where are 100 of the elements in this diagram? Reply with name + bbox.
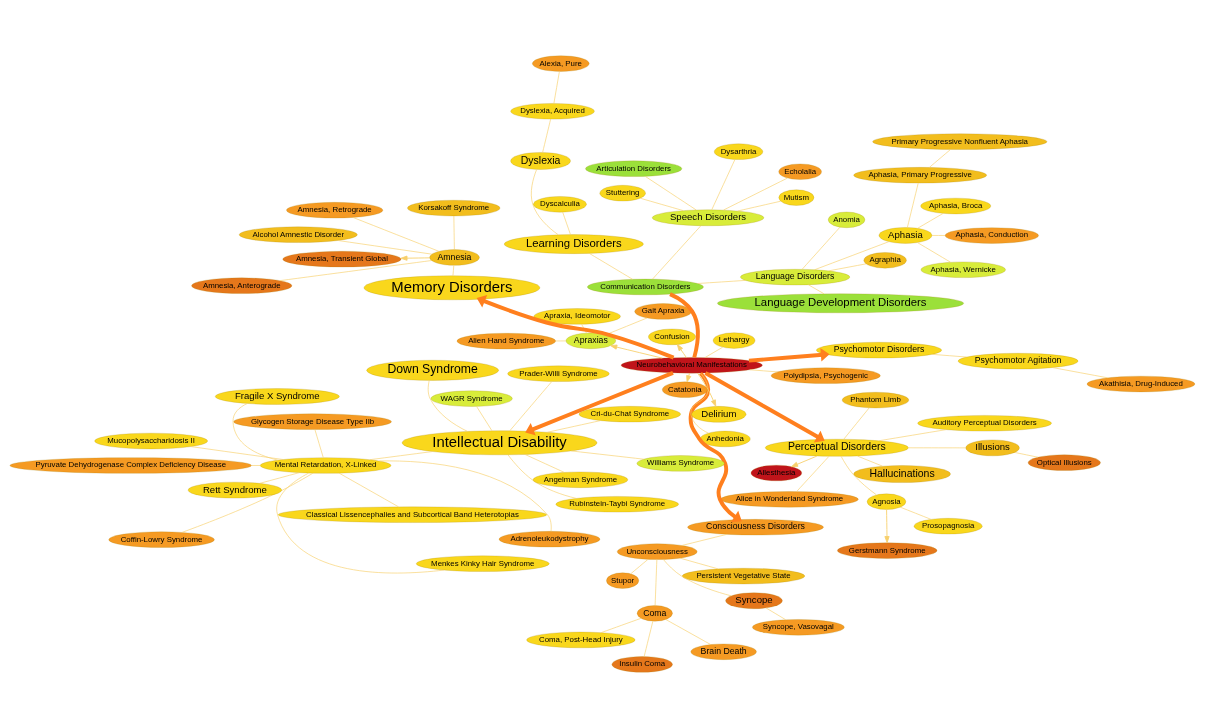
node-ellipse: Adrenoleukodystrophy (498, 531, 601, 548)
connector (562, 211, 571, 235)
node-ellipse: Alien Hand Syndrome (456, 333, 556, 350)
node-ellipse: Pyruvate Dehydrogenase Complex Deficiency Disease (9, 457, 252, 474)
connector (279, 260, 432, 281)
arrow (610, 344, 663, 359)
connector (181, 472, 314, 533)
node-ellipse: Allesthesia (750, 465, 802, 481)
connector (276, 472, 445, 574)
connector (808, 284, 825, 295)
node-ellipse: Amnesia (429, 249, 480, 266)
node-ellipse: Primary Progressive Nonfluent Aphasia (872, 133, 1047, 150)
node-ellipse: Alice in Wonderland Syndrome (720, 491, 859, 508)
connector (917, 213, 944, 229)
node-ellipse: Agnosia (866, 493, 906, 510)
arrow (686, 372, 692, 383)
connector (352, 217, 440, 252)
connector (652, 225, 702, 280)
node-ellipse: Aphasia, Primary Progressive (853, 167, 987, 184)
node-ellipse: Mucopolysaccharidosis II (94, 433, 208, 449)
node-ellipse: Menkes Kinky Hair Syndrome (416, 555, 550, 572)
node-ellipse: Alcohol Amnestic Disorder (239, 226, 358, 243)
connector (509, 381, 553, 432)
connector (900, 506, 932, 520)
connector (931, 354, 967, 358)
node-ellipse: Lethargy (713, 332, 756, 349)
arrow (688, 371, 742, 523)
node-ellipse: Unconsciousness (617, 543, 698, 560)
connector (749, 369, 778, 373)
node-ellipse: Mental Retardation, X-Linked (260, 457, 392, 474)
node-ellipse: Dysarthria (714, 143, 763, 160)
connector (737, 200, 781, 212)
arrow (697, 372, 717, 407)
node-ellipse: Speech Disorders (652, 209, 764, 226)
connector (453, 215, 455, 250)
connector (570, 450, 644, 460)
node-ellipse: Illusions (965, 439, 1020, 456)
node-ellipse: Rett Syndrome (187, 482, 282, 499)
node-ellipse: Coffin-Lowry Syndrome (108, 531, 215, 548)
node-ellipse: Persistent Vegetative State (682, 568, 805, 585)
connector (857, 455, 883, 467)
node-ellipse: Communication Disorders (587, 279, 704, 295)
node-ellipse: WAGR Syndrome (430, 390, 513, 407)
connector (600, 617, 642, 633)
connector (232, 403, 278, 461)
node-ellipse: Brain Death (690, 643, 757, 660)
connector (711, 159, 736, 210)
node-ellipse: Syncope, Vasovagal (752, 619, 845, 636)
connector (630, 559, 649, 575)
connector (814, 241, 890, 271)
arrow (476, 294, 675, 360)
node-ellipse: Intellectual Disability (401, 430, 598, 455)
connector (662, 559, 732, 597)
connector (690, 372, 709, 434)
connector (452, 265, 455, 276)
node-ellipse: Neurobehavioral Manifestations (621, 357, 763, 374)
node-ellipse: Echolalia (778, 163, 822, 180)
connector (681, 534, 728, 546)
connector (553, 71, 560, 104)
node-ellipse: Aphasia, Conduction (944, 227, 1039, 244)
connector (828, 263, 867, 272)
node-ellipse: Rubinstein-Taybi Syndrome (555, 496, 679, 513)
node-ellipse: Confusion (648, 328, 696, 345)
node-ellipse: Down Syndrome (366, 360, 499, 381)
node-ellipse: Apraxia, Ideomotor (533, 308, 621, 325)
node-ellipse: Alexia, Pure (532, 55, 590, 72)
node-ellipse: Catatonia (662, 381, 708, 398)
node-ellipse: Williams Syndrome (636, 455, 725, 472)
connector (555, 340, 567, 342)
node-ellipse: Learning Disorders (504, 234, 644, 254)
connector (639, 197, 684, 211)
arrow (676, 344, 687, 358)
connector (929, 149, 951, 168)
connector (669, 292, 700, 358)
node-ellipse: Angelman Syndrome (532, 471, 628, 488)
arrow (704, 371, 825, 443)
connector (190, 446, 284, 460)
node-ellipse: Auditory Perceptual Disorders (917, 415, 1052, 432)
node-ellipse: Articulation Disorders (585, 160, 683, 177)
connector (369, 451, 433, 460)
connector (665, 619, 711, 645)
node-ellipse: Delirium (691, 406, 747, 423)
connector (654, 559, 658, 606)
node-ellipse: Psychomotor Agitation (957, 353, 1079, 370)
arrow (791, 455, 818, 468)
node-ellipse: Dyscalculia (533, 196, 587, 213)
connector (476, 406, 493, 432)
node-ellipse: Polydipsia, Psychogenic (771, 367, 881, 384)
connector (259, 472, 300, 484)
connector (251, 465, 261, 466)
node-ellipse: Cri-du-Chat Syndrome (578, 406, 681, 423)
node-ellipse: Hallucinations (853, 465, 951, 483)
node-ellipse: Amnesia, Transient Global (282, 251, 402, 268)
connector (524, 454, 565, 473)
connector (542, 118, 551, 153)
node-ellipse: Gerstmann Syndrome (837, 542, 938, 559)
node-ellipse: Agraphia (863, 252, 907, 269)
connector (1014, 452, 1039, 458)
connector (645, 176, 697, 211)
arrow (400, 255, 430, 261)
